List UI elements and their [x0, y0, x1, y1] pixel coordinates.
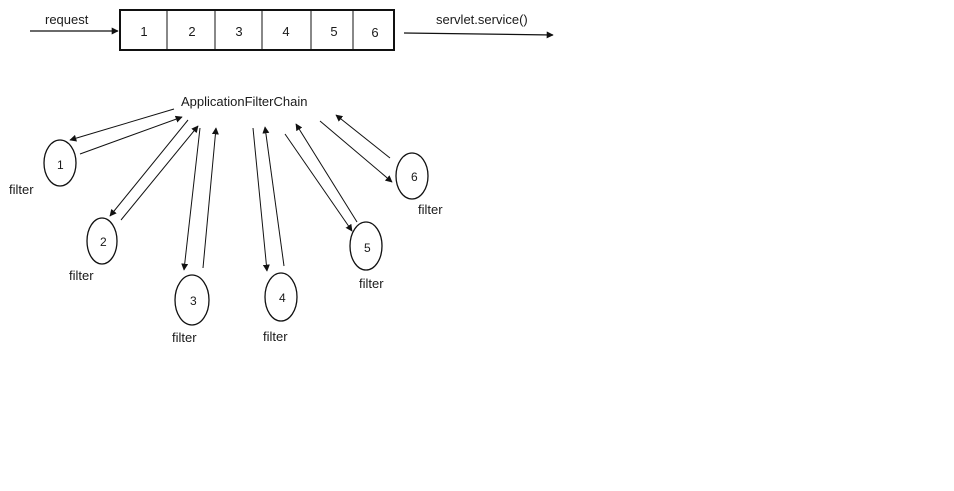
filter-label-6: filter — [418, 202, 443, 217]
filter-node-1 — [43, 139, 77, 187]
filter-node-3 — [174, 274, 210, 326]
filter-node-2 — [86, 217, 118, 265]
filter-label-2: filter — [69, 268, 94, 283]
chain-label: ApplicationFilterChain — [181, 94, 308, 109]
filter-node-5 — [349, 221, 383, 271]
filter-label-1: filter — [9, 182, 34, 197]
return-arrow-6 — [335, 114, 391, 159]
filter-number-2: 2 — [100, 235, 107, 249]
queue-cell-2: 2 — [188, 24, 196, 39]
call-arrow-6 — [319, 120, 393, 183]
filter-number-4: 4 — [279, 291, 286, 305]
queue-cell-6: 6 — [371, 25, 379, 40]
return-arrow-3 — [202, 127, 219, 269]
filter-label-4: filter — [263, 329, 288, 344]
filter-number-1: 1 — [57, 158, 64, 172]
filter-number-5: 5 — [364, 241, 371, 255]
call-arrow-1 — [69, 108, 175, 142]
return-arrow-4 — [262, 126, 285, 267]
call-arrow-5 — [284, 133, 353, 232]
call-arrow-2 — [109, 119, 189, 217]
return-arrow-2 — [120, 125, 199, 221]
filter-queue-box — [119, 9, 395, 51]
filter-node-4 — [264, 272, 298, 322]
return-arrow-5 — [295, 123, 358, 223]
call-arrow-3 — [181, 127, 201, 271]
filter-label-5: filter — [359, 276, 384, 291]
request-label: request — [45, 12, 89, 27]
filter-label-3: filter — [172, 330, 197, 345]
queue-cell-4: 4 — [282, 24, 290, 39]
return-arrow-1 — [79, 115, 183, 155]
filter-number-6: 6 — [411, 170, 418, 184]
filter-number-3: 3 — [190, 294, 197, 308]
filter-node-6 — [395, 152, 429, 200]
queue-cell-5: 5 — [330, 24, 338, 39]
service-label: servlet.service() — [436, 12, 528, 27]
queue-cell-1: 1 — [140, 24, 148, 39]
service-arrow — [403, 31, 554, 39]
call-arrow-4 — [252, 127, 270, 272]
queue-cell-3: 3 — [235, 24, 243, 39]
